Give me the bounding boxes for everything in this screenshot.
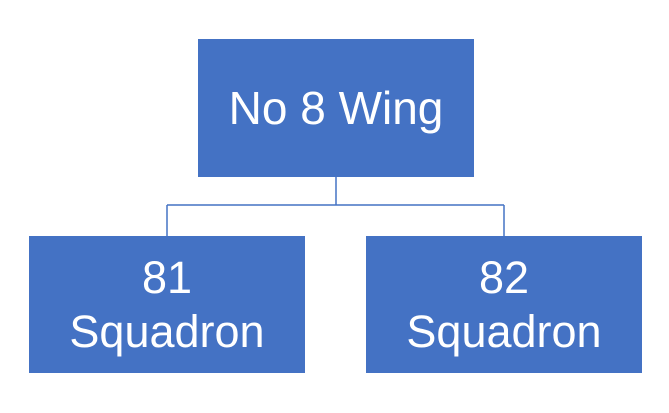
node-81-squadron-label: Squadron xyxy=(69,305,265,357)
node-81-squadron: 81 Squadron xyxy=(29,236,305,373)
node-82-squadron-label: Squadron xyxy=(406,305,602,357)
node-no-8-wing: No 8 Wing xyxy=(198,39,474,177)
node-82-squadron: 82 Squadron xyxy=(366,236,642,373)
node-no-8-wing-label: No 8 Wing xyxy=(228,81,444,134)
node-81-squadron-number: 81 xyxy=(141,252,193,304)
node-82-squadron-number: 82 xyxy=(478,252,530,304)
